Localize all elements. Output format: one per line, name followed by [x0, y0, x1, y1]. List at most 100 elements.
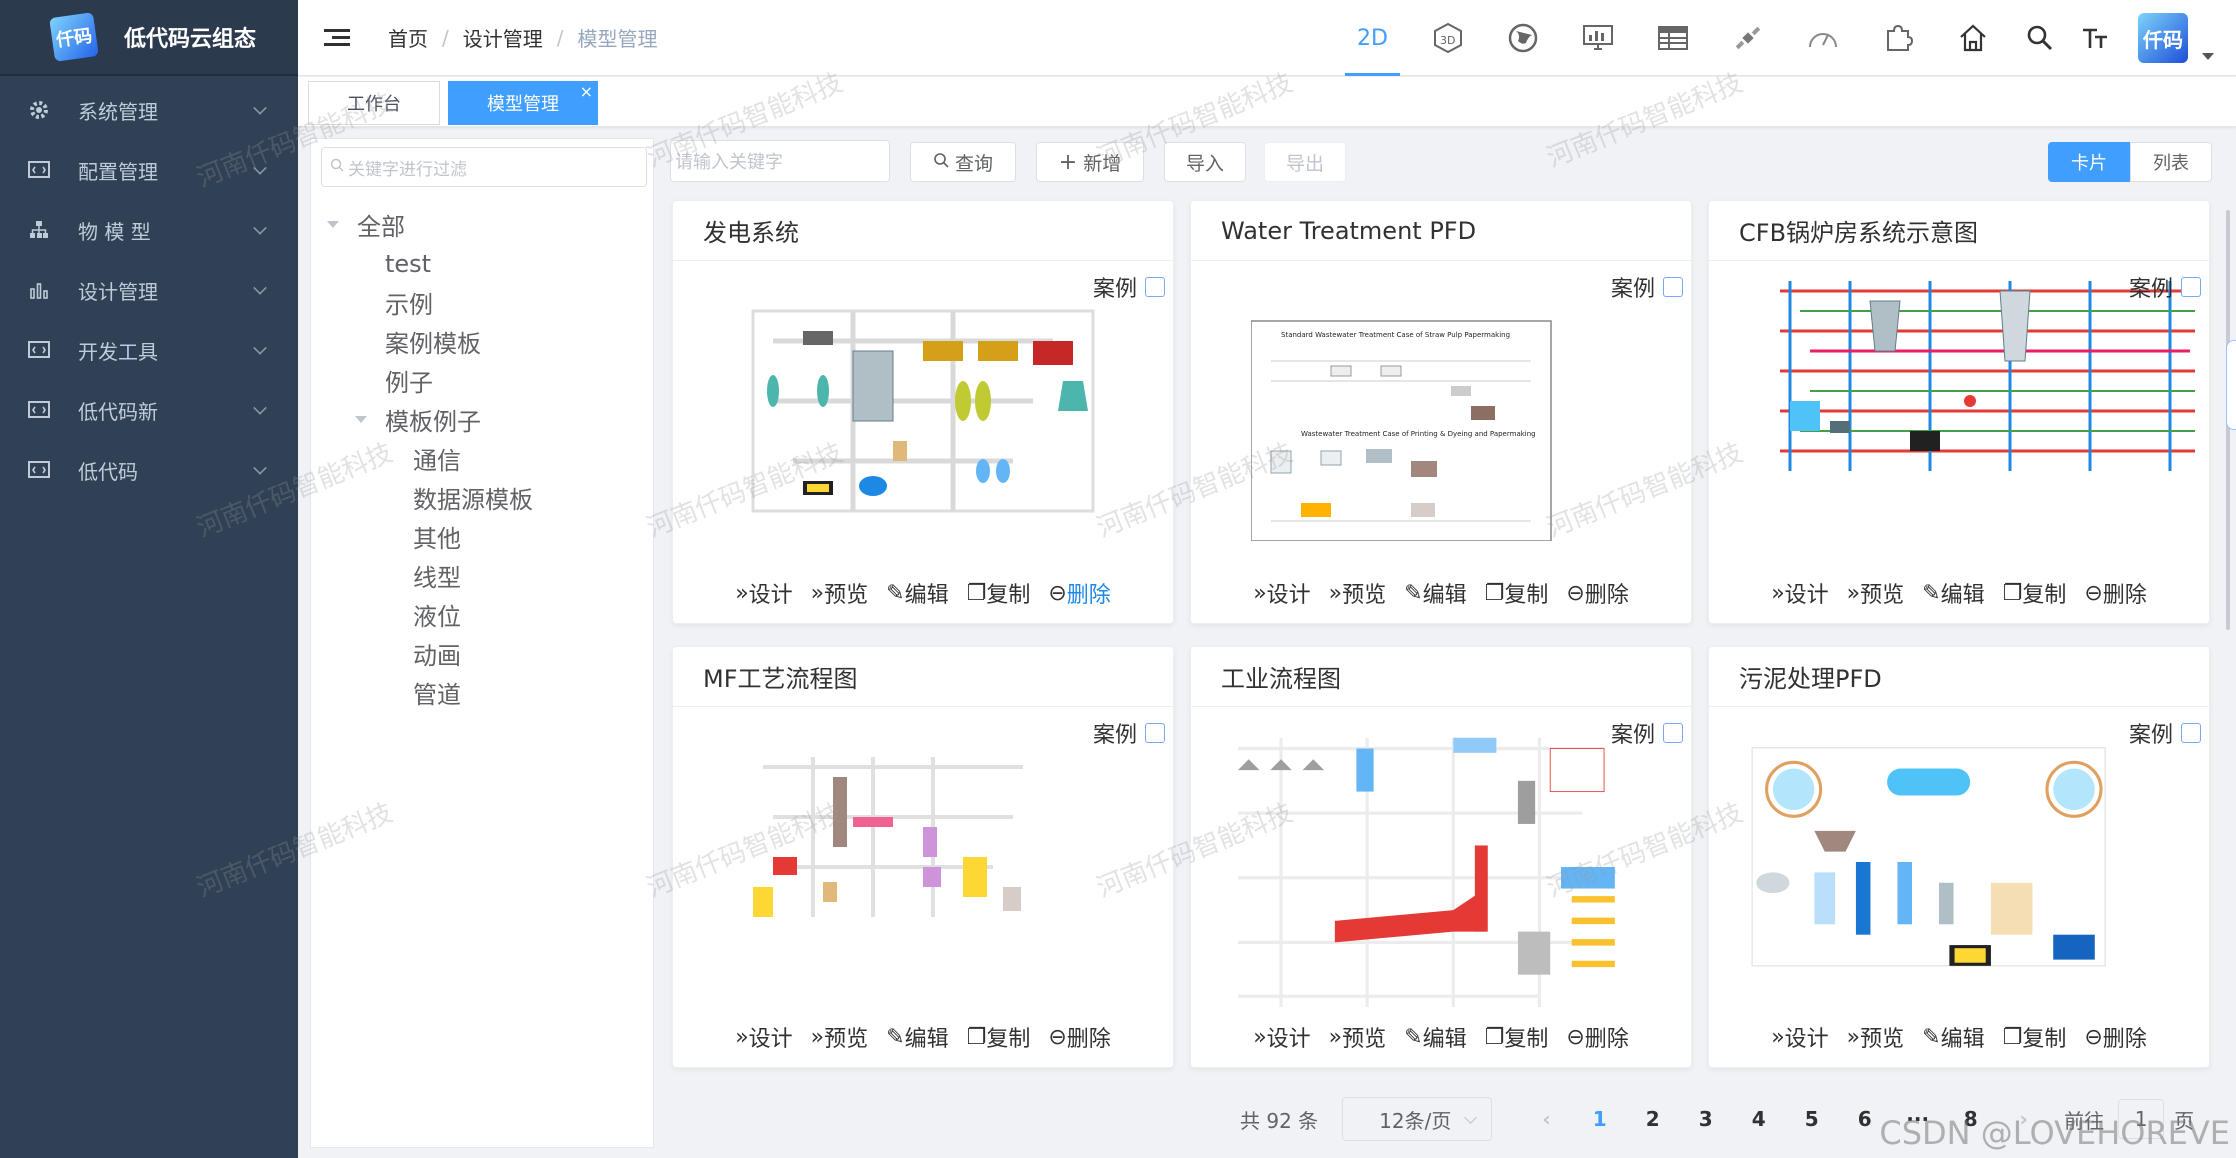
- page-button[interactable]: 3: [1698, 1107, 1713, 1131]
- design-button[interactable]: »设计: [1253, 1021, 1310, 1053]
- edit-button[interactable]: ✎编辑: [886, 1021, 948, 1053]
- tree-node[interactable]: 线型: [323, 556, 643, 595]
- case-checkbox[interactable]: [1663, 277, 1683, 297]
- next-page-icon[interactable]: ›: [2019, 1107, 2028, 1131]
- copy-button[interactable]: ❐复制: [2003, 577, 2067, 609]
- case-checkbox-group[interactable]: 案例: [1093, 271, 1165, 303]
- edit-button[interactable]: ✎编辑: [886, 577, 948, 609]
- page-button[interactable]: 6: [1857, 1107, 1872, 1131]
- design-button[interactable]: »设计: [1253, 577, 1310, 609]
- case-checkbox-group[interactable]: 案例: [1611, 271, 1683, 303]
- page-size-select[interactable]: 12条/页: [1342, 1097, 1493, 1141]
- case-checkbox[interactable]: [2181, 277, 2201, 297]
- prev-page-icon[interactable]: ‹: [1542, 1107, 1551, 1131]
- preview-button[interactable]: »预览: [811, 1021, 868, 1053]
- sidebar-item-design[interactable]: 设计管理: [0, 260, 298, 320]
- copy-button[interactable]: ❐复制: [1485, 577, 1549, 609]
- tree-node[interactable]: 液位: [323, 595, 643, 634]
- edit-button[interactable]: ✎编辑: [1404, 577, 1466, 609]
- delete-button[interactable]: ⊖删除: [1048, 1021, 1110, 1053]
- case-checkbox-group[interactable]: 案例: [1611, 717, 1683, 749]
- breadcrumb-home[interactable]: 首页: [388, 27, 428, 51]
- page-button[interactable]: 1: [1592, 1107, 1607, 1131]
- sidebar-item-config[interactable]: 配置管理: [0, 140, 298, 200]
- sidebar-item-lowcode-new[interactable]: 低代码新: [0, 380, 298, 440]
- gauge-icon[interactable]: [1785, 0, 1860, 76]
- copy-button[interactable]: ❐复制: [967, 1021, 1031, 1053]
- preview-button[interactable]: »预览: [1847, 577, 1904, 609]
- edit-button[interactable]: ✎编辑: [1404, 1021, 1466, 1053]
- page-ellipsis[interactable]: ···: [1906, 1107, 1930, 1131]
- tree-node[interactable]: 数据源模板: [323, 478, 643, 517]
- tree-node[interactable]: 示例: [323, 283, 643, 322]
- design-button[interactable]: »设计: [735, 1021, 792, 1053]
- nav-2d[interactable]: 2D: [1335, 0, 1410, 76]
- edit-button[interactable]: ✎编辑: [1922, 1021, 1984, 1053]
- goto-input[interactable]: 1: [2118, 1099, 2165, 1139]
- monitor-chart-icon[interactable]: [1560, 0, 1635, 76]
- tree-node[interactable]: 管道: [323, 673, 643, 712]
- sidebar-item-lowcode[interactable]: 低代码: [0, 440, 298, 500]
- caret-down-icon[interactable]: [2202, 52, 2214, 60]
- keyword-search-input[interactable]: 请输入关键字: [670, 140, 890, 182]
- case-checkbox-group[interactable]: 案例: [2129, 271, 2201, 303]
- search-icon[interactable]: [2010, 0, 2070, 76]
- design-button[interactable]: »设计: [1771, 1021, 1828, 1053]
- table-icon[interactable]: [1635, 0, 1710, 76]
- delete-button[interactable]: ⊖删除: [2084, 1021, 2146, 1053]
- delete-button[interactable]: ⊖删除: [1048, 577, 1110, 609]
- preview-button[interactable]: »预览: [1329, 1021, 1386, 1053]
- globe-icon[interactable]: [1485, 0, 1560, 76]
- breadcrumb-design[interactable]: 设计管理: [462, 27, 543, 51]
- tag-workbench[interactable]: 工作台: [308, 81, 440, 125]
- copy-button[interactable]: ❐复制: [1485, 1021, 1549, 1053]
- preview-button[interactable]: »预览: [811, 577, 868, 609]
- case-checkbox[interactable]: [1145, 277, 1165, 297]
- case-checkbox-group[interactable]: 案例: [1093, 717, 1165, 749]
- tree-filter-input[interactable]: 关键字进行过滤: [321, 147, 647, 187]
- tree-node[interactable]: 动画: [323, 634, 643, 673]
- font-size-icon[interactable]: [2070, 0, 2120, 76]
- puzzle-icon[interactable]: [1860, 0, 1935, 76]
- home-icon[interactable]: [1935, 0, 2010, 76]
- export-button[interactable]: 导出: [1264, 142, 1346, 182]
- close-icon[interactable]: ×: [579, 82, 593, 101]
- case-checkbox[interactable]: [1663, 723, 1683, 743]
- case-checkbox[interactable]: [1145, 723, 1165, 743]
- delete-button[interactable]: ⊖删除: [1566, 577, 1628, 609]
- copy-button[interactable]: ❐复制: [2003, 1021, 2067, 1053]
- case-checkbox-group[interactable]: 案例: [2129, 717, 2201, 749]
- view-card-button[interactable]: 卡片: [2048, 142, 2130, 182]
- tree-node[interactable]: test: [323, 244, 643, 283]
- import-button[interactable]: 导入: [1164, 142, 1246, 182]
- case-checkbox[interactable]: [2181, 723, 2201, 743]
- copy-button[interactable]: ❐复制: [967, 577, 1031, 609]
- design-button[interactable]: »设计: [735, 577, 792, 609]
- edit-button[interactable]: ✎编辑: [1922, 577, 1984, 609]
- tag-model-management[interactable]: 模型管理 ×: [448, 81, 598, 125]
- delete-button[interactable]: ⊖删除: [1566, 1021, 1628, 1053]
- 3d-cube-icon[interactable]: 3D: [1410, 0, 1485, 76]
- hamburger-menu-icon[interactable]: [324, 27, 350, 49]
- add-button[interactable]: + 新增: [1036, 142, 1144, 182]
- page-button[interactable]: 8: [1963, 1107, 1978, 1131]
- design-button[interactable]: »设计: [1771, 577, 1828, 609]
- sidebar-item-devtools[interactable]: 开发工具: [0, 320, 298, 380]
- page-button[interactable]: 4: [1751, 1107, 1766, 1131]
- preview-button[interactable]: »预览: [1329, 577, 1386, 609]
- scroll-handle[interactable]: [2226, 340, 2236, 430]
- tree-node[interactable]: 模板例子: [323, 400, 643, 439]
- query-button[interactable]: 查询: [910, 142, 1016, 182]
- satellite-icon[interactable]: [1710, 0, 1785, 76]
- caret-down-icon[interactable]: [327, 221, 339, 228]
- sidebar-item-model[interactable]: 物 模 型: [0, 200, 298, 260]
- caret-down-icon[interactable]: [355, 416, 367, 423]
- page-button[interactable]: 2: [1645, 1107, 1660, 1131]
- tree-node-all[interactable]: 全部: [323, 205, 643, 244]
- tree-node[interactable]: 案例模板: [323, 322, 643, 361]
- sidebar-item-system[interactable]: 系统管理: [0, 80, 298, 140]
- delete-button[interactable]: ⊖删除: [2084, 577, 2146, 609]
- tree-node[interactable]: 其他: [323, 517, 643, 556]
- preview-button[interactable]: »预览: [1847, 1021, 1904, 1053]
- tree-node[interactable]: 例子: [323, 361, 643, 400]
